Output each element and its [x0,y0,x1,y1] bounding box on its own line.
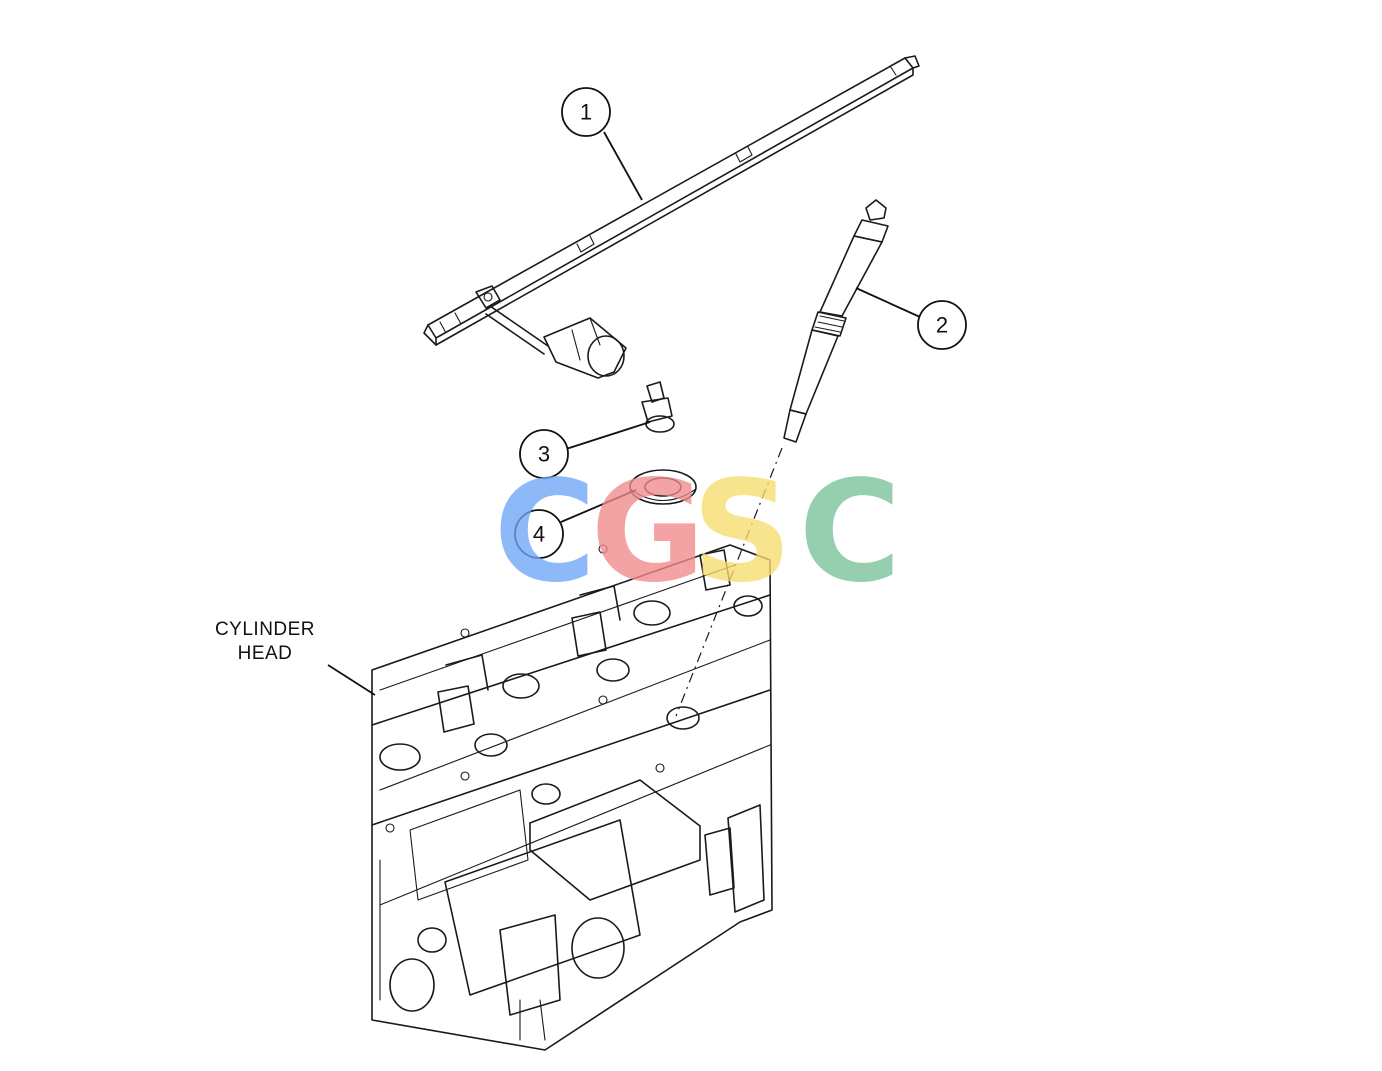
cylinder-head-part [371,544,773,1051]
washer-part [629,469,697,505]
cylinder-head-label-line1: CYLINDER [215,619,315,640]
leader-line-cylinder-head [327,664,376,696]
cylinder-head-label-line2: HEAD [238,643,293,664]
fitting-part [641,381,675,433]
callout-4-number: 4 [533,522,545,547]
leader-line-3 [565,421,651,450]
leader-line-4 [560,489,637,523]
callout-3-number: 3 [538,442,550,467]
watermark-letter-3: S [692,451,793,614]
callout-1: 1 [561,87,611,137]
watermark-letter-1: C [494,451,597,614]
callout-1-number: 1 [580,100,592,125]
callout-2-number: 2 [936,313,948,338]
leader-lines [327,131,921,696]
leader-line-1 [603,131,643,201]
leader-line-2 [855,287,921,318]
callout-4: 4 [514,509,564,559]
watermark-logo: C G S C [494,451,902,614]
watermark-letter-4: C [799,451,902,614]
callout-2: 2 [917,300,967,350]
wiring-harness-part [423,55,920,379]
glow-plug-part [675,199,889,717]
watermark-letter-2: G [591,451,706,614]
cylinder-head-label: CYLINDER HEAD [215,619,315,664]
callout-3: 3 [519,429,569,479]
